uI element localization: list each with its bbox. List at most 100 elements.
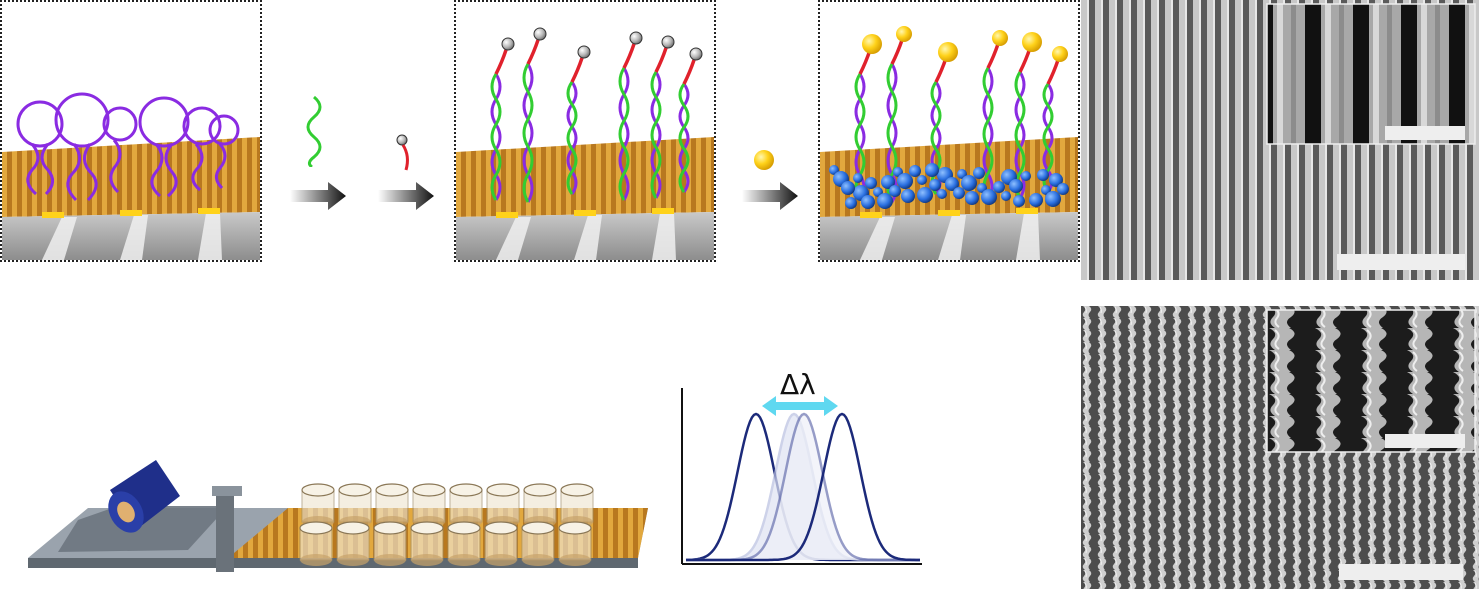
process-arrow-icon bbox=[378, 180, 436, 212]
probe-strand bbox=[858, 49, 872, 75]
enhancer-deposit bbox=[829, 163, 1069, 209]
enhancer-particle bbox=[973, 167, 985, 179]
enhancer-particle bbox=[965, 191, 979, 205]
capture-strand bbox=[618, 67, 630, 201]
silver-particle bbox=[501, 37, 515, 51]
hairpin-dna bbox=[16, 92, 240, 202]
well-icon bbox=[521, 521, 555, 566]
target-strand bbox=[566, 81, 578, 195]
gold-nanoparticle bbox=[1022, 32, 1042, 52]
enhancer-particle bbox=[953, 187, 965, 199]
capture-strand bbox=[522, 63, 534, 203]
gold-nanoparticle bbox=[896, 26, 912, 42]
enhancer-particle bbox=[897, 173, 913, 189]
enhancer-particle bbox=[993, 181, 1005, 193]
silver-particle bbox=[689, 47, 703, 61]
target-strand bbox=[522, 63, 534, 203]
scale-bar bbox=[1339, 564, 1463, 580]
enhancer-particle bbox=[961, 175, 977, 191]
capture-strand bbox=[490, 73, 502, 201]
axes bbox=[681, 388, 922, 565]
enhancer-particle bbox=[929, 179, 941, 191]
probe-strand bbox=[934, 57, 948, 83]
signal-amplification-panel bbox=[818, 0, 1080, 262]
enhancer-particle bbox=[1013, 195, 1025, 207]
enhancer-particle bbox=[925, 163, 939, 177]
well-icon bbox=[558, 521, 592, 566]
well-icon bbox=[299, 521, 333, 566]
capture-strand bbox=[566, 81, 578, 195]
process-arrow-icon bbox=[742, 180, 800, 212]
gold-nanoparticle bbox=[862, 34, 882, 54]
sem-image-before bbox=[1081, 0, 1479, 280]
well-icon bbox=[336, 521, 370, 566]
enhancer-particle bbox=[981, 189, 997, 205]
probe-strand bbox=[654, 47, 668, 73]
target-strand bbox=[650, 71, 662, 199]
enhancer-particle bbox=[1029, 193, 1043, 207]
probe-strand bbox=[986, 43, 1000, 69]
silver-particle bbox=[661, 35, 675, 49]
enhancer-particle bbox=[901, 189, 915, 203]
enhancer-particle bbox=[1001, 191, 1011, 201]
scale-bar bbox=[1337, 254, 1465, 270]
target-dna-icon bbox=[300, 95, 328, 167]
gold-nanoparticle bbox=[992, 30, 1008, 46]
sem-inset-after bbox=[1266, 309, 1476, 453]
enhancer-particle bbox=[861, 195, 875, 209]
enhancer-particle bbox=[865, 177, 877, 189]
well-icon bbox=[560, 483, 594, 528]
probe-icon bbox=[394, 132, 416, 172]
target-strand bbox=[618, 67, 630, 201]
target-strand bbox=[678, 83, 690, 193]
process-arrow-icon bbox=[290, 180, 348, 212]
spectrum-peak bbox=[686, 412, 920, 562]
roller-icon bbox=[108, 460, 180, 533]
silver-particle bbox=[577, 45, 591, 59]
hybridization-panel bbox=[454, 0, 716, 262]
well-icon bbox=[412, 483, 446, 528]
scale-bar bbox=[1385, 434, 1465, 448]
enhancer-particle bbox=[909, 165, 921, 177]
enhancer-particle bbox=[889, 185, 901, 197]
capture-strand bbox=[650, 71, 662, 199]
enhancer-particle bbox=[881, 175, 895, 189]
capture-strand bbox=[1042, 83, 1054, 193]
spectrum-curves bbox=[685, 412, 920, 562]
probe-strand bbox=[890, 39, 904, 65]
shift-arrow bbox=[762, 396, 838, 416]
sem-image-after bbox=[1081, 306, 1479, 589]
enhancer-particle bbox=[1049, 173, 1063, 187]
enhancer-particle bbox=[917, 187, 933, 203]
enhancer-particle bbox=[877, 193, 893, 209]
grating-substrate bbox=[456, 137, 714, 260]
spectrum-plot: Δλ bbox=[676, 368, 926, 569]
target-strand bbox=[1014, 71, 1026, 199]
enhancer-particle bbox=[845, 197, 857, 209]
enhancer-particle bbox=[1045, 191, 1061, 207]
enhancer-particle bbox=[917, 175, 927, 185]
enhancer-particle bbox=[1009, 179, 1023, 193]
enhancer-particle bbox=[853, 173, 863, 183]
well-icon bbox=[523, 483, 557, 528]
target-strand bbox=[490, 73, 502, 201]
roll-imprint-device bbox=[18, 440, 648, 580]
gold-nanoparticle-icon bbox=[752, 148, 776, 172]
probe-strand bbox=[1046, 59, 1060, 85]
well-icon bbox=[484, 521, 518, 566]
probe-strand bbox=[570, 57, 584, 83]
enhancer-particle bbox=[1057, 183, 1069, 195]
target-strand bbox=[982, 67, 994, 201]
capture-strand bbox=[678, 83, 690, 193]
probe-strand bbox=[494, 49, 508, 75]
dna-duplexes bbox=[490, 27, 703, 203]
well-icon bbox=[338, 483, 372, 528]
silver-particle bbox=[533, 27, 547, 41]
grating-substrate bbox=[2, 137, 260, 260]
well-icon bbox=[449, 483, 483, 528]
well-icon bbox=[301, 483, 335, 528]
silver-particle bbox=[629, 31, 643, 45]
hairpin-probe-panel bbox=[0, 0, 262, 262]
sem-inset-before bbox=[1266, 3, 1476, 145]
scale-bar bbox=[1385, 126, 1465, 140]
